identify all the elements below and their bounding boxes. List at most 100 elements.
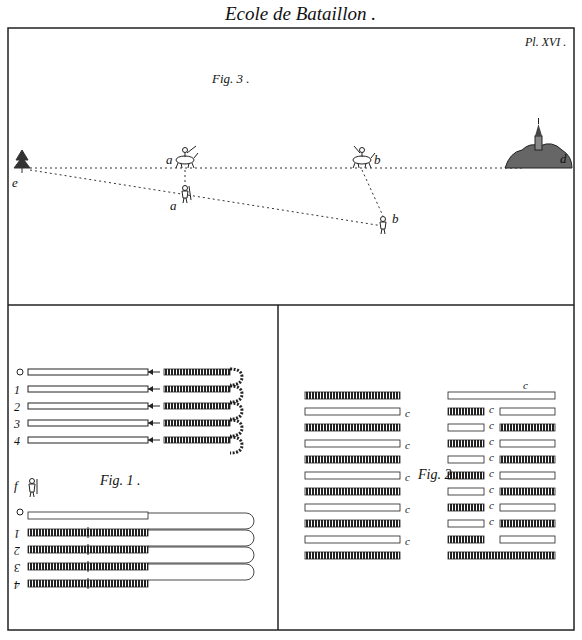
file-bar bbox=[164, 403, 230, 409]
countermarch-loop bbox=[148, 530, 254, 546]
file-bar bbox=[305, 536, 400, 543]
panel-frames bbox=[8, 28, 574, 630]
horseman bbox=[353, 146, 375, 168]
file-number: 3 bbox=[14, 418, 20, 430]
file-bar bbox=[500, 456, 555, 463]
point-letter: c bbox=[404, 408, 411, 419]
file-bar bbox=[305, 456, 400, 463]
file-outline bbox=[28, 369, 148, 375]
file-bar bbox=[164, 437, 230, 443]
center-tick bbox=[88, 544, 89, 555]
file-number: 4 bbox=[14, 435, 20, 447]
soldier bbox=[182, 186, 191, 204]
point-letter: a bbox=[170, 199, 177, 212]
point-letter: c bbox=[404, 504, 411, 515]
file-bar bbox=[305, 504, 400, 511]
point-letter: e bbox=[12, 176, 18, 189]
point-letter: c bbox=[488, 500, 495, 511]
point-letter: c bbox=[488, 484, 495, 495]
file-bar bbox=[305, 520, 400, 527]
file-bar bbox=[448, 552, 555, 559]
file-bar bbox=[305, 408, 400, 415]
tree bbox=[14, 150, 30, 173]
countermarch-loop bbox=[148, 547, 254, 563]
plate-number: Pl. XVI . bbox=[525, 36, 566, 48]
center-tick bbox=[88, 561, 89, 572]
file-bar bbox=[500, 408, 555, 415]
file-bar bbox=[500, 440, 555, 447]
file-number: 1 bbox=[14, 384, 20, 396]
file-bar bbox=[500, 424, 555, 431]
sight-lines bbox=[30, 168, 525, 226]
point-letter: f bbox=[14, 479, 18, 492]
point-letter: c bbox=[522, 380, 529, 391]
point-letter: c bbox=[404, 536, 411, 547]
point-letter: b bbox=[392, 212, 399, 225]
figure-label: Fig. 2 . bbox=[418, 468, 458, 482]
wheel-arc bbox=[230, 386, 242, 402]
file-bar bbox=[500, 520, 555, 527]
file-bar bbox=[448, 440, 484, 447]
file-bar bbox=[448, 536, 484, 543]
file-bar bbox=[500, 504, 555, 511]
file-bar bbox=[164, 369, 230, 375]
countermarch-loop bbox=[148, 513, 254, 529]
horseman bbox=[176, 146, 198, 168]
file-bar bbox=[448, 488, 484, 495]
point-letter: b bbox=[374, 153, 381, 166]
file-bar bbox=[448, 520, 484, 527]
soldier bbox=[380, 217, 386, 235]
file-bar bbox=[305, 552, 400, 559]
point-letter: c bbox=[404, 472, 411, 483]
center-tick bbox=[88, 527, 89, 538]
file-number: 3 bbox=[14, 562, 20, 574]
file-outline bbox=[28, 403, 148, 409]
center-tick bbox=[88, 578, 89, 589]
line-formation bbox=[305, 392, 555, 559]
file-bar bbox=[305, 488, 400, 495]
point-letter: d bbox=[560, 152, 567, 165]
column-formation bbox=[28, 369, 242, 453]
file-number: 4 bbox=[14, 579, 20, 591]
wheel-arc bbox=[230, 403, 242, 419]
arrow-head bbox=[148, 437, 153, 443]
column-formation bbox=[28, 512, 254, 589]
point-letter: c bbox=[488, 452, 495, 463]
point-letter: c bbox=[488, 516, 495, 527]
arrow-head bbox=[148, 403, 153, 409]
file-bar bbox=[448, 392, 555, 399]
point-letter: c bbox=[488, 436, 495, 447]
file-outline bbox=[28, 420, 148, 426]
village bbox=[505, 118, 572, 168]
file-outline bbox=[28, 386, 148, 392]
plate-title: Ecole de Bataillon . bbox=[225, 4, 376, 23]
file-bar bbox=[448, 456, 484, 463]
file-number: 2 bbox=[14, 545, 20, 557]
file-bar bbox=[448, 408, 484, 415]
file-bar bbox=[164, 420, 230, 426]
officer-figure bbox=[29, 479, 37, 498]
point-letter: c bbox=[488, 404, 495, 415]
countermarch-loop bbox=[148, 564, 254, 580]
wheel-arc bbox=[230, 437, 242, 453]
file-number: 2 bbox=[14, 401, 20, 413]
file-bar bbox=[305, 424, 400, 431]
file-bar bbox=[305, 392, 400, 399]
figure-label: Fig. 3 . bbox=[212, 72, 250, 85]
file-bar bbox=[448, 504, 484, 511]
point-letter: c bbox=[404, 440, 411, 451]
arrow-head bbox=[148, 369, 153, 375]
arrow-head bbox=[148, 420, 153, 426]
file-bar bbox=[305, 440, 400, 447]
file-bar bbox=[28, 512, 148, 519]
file-number: 1 bbox=[14, 528, 20, 540]
file-bar bbox=[500, 472, 555, 479]
figure-label: Fig. 1 . bbox=[100, 474, 140, 488]
file-bar bbox=[305, 472, 400, 479]
point-letter: c bbox=[488, 468, 495, 479]
file-bar bbox=[500, 536, 555, 543]
file-bar bbox=[500, 488, 555, 495]
point-letter: a bbox=[166, 153, 173, 166]
arrow-head bbox=[148, 386, 153, 392]
